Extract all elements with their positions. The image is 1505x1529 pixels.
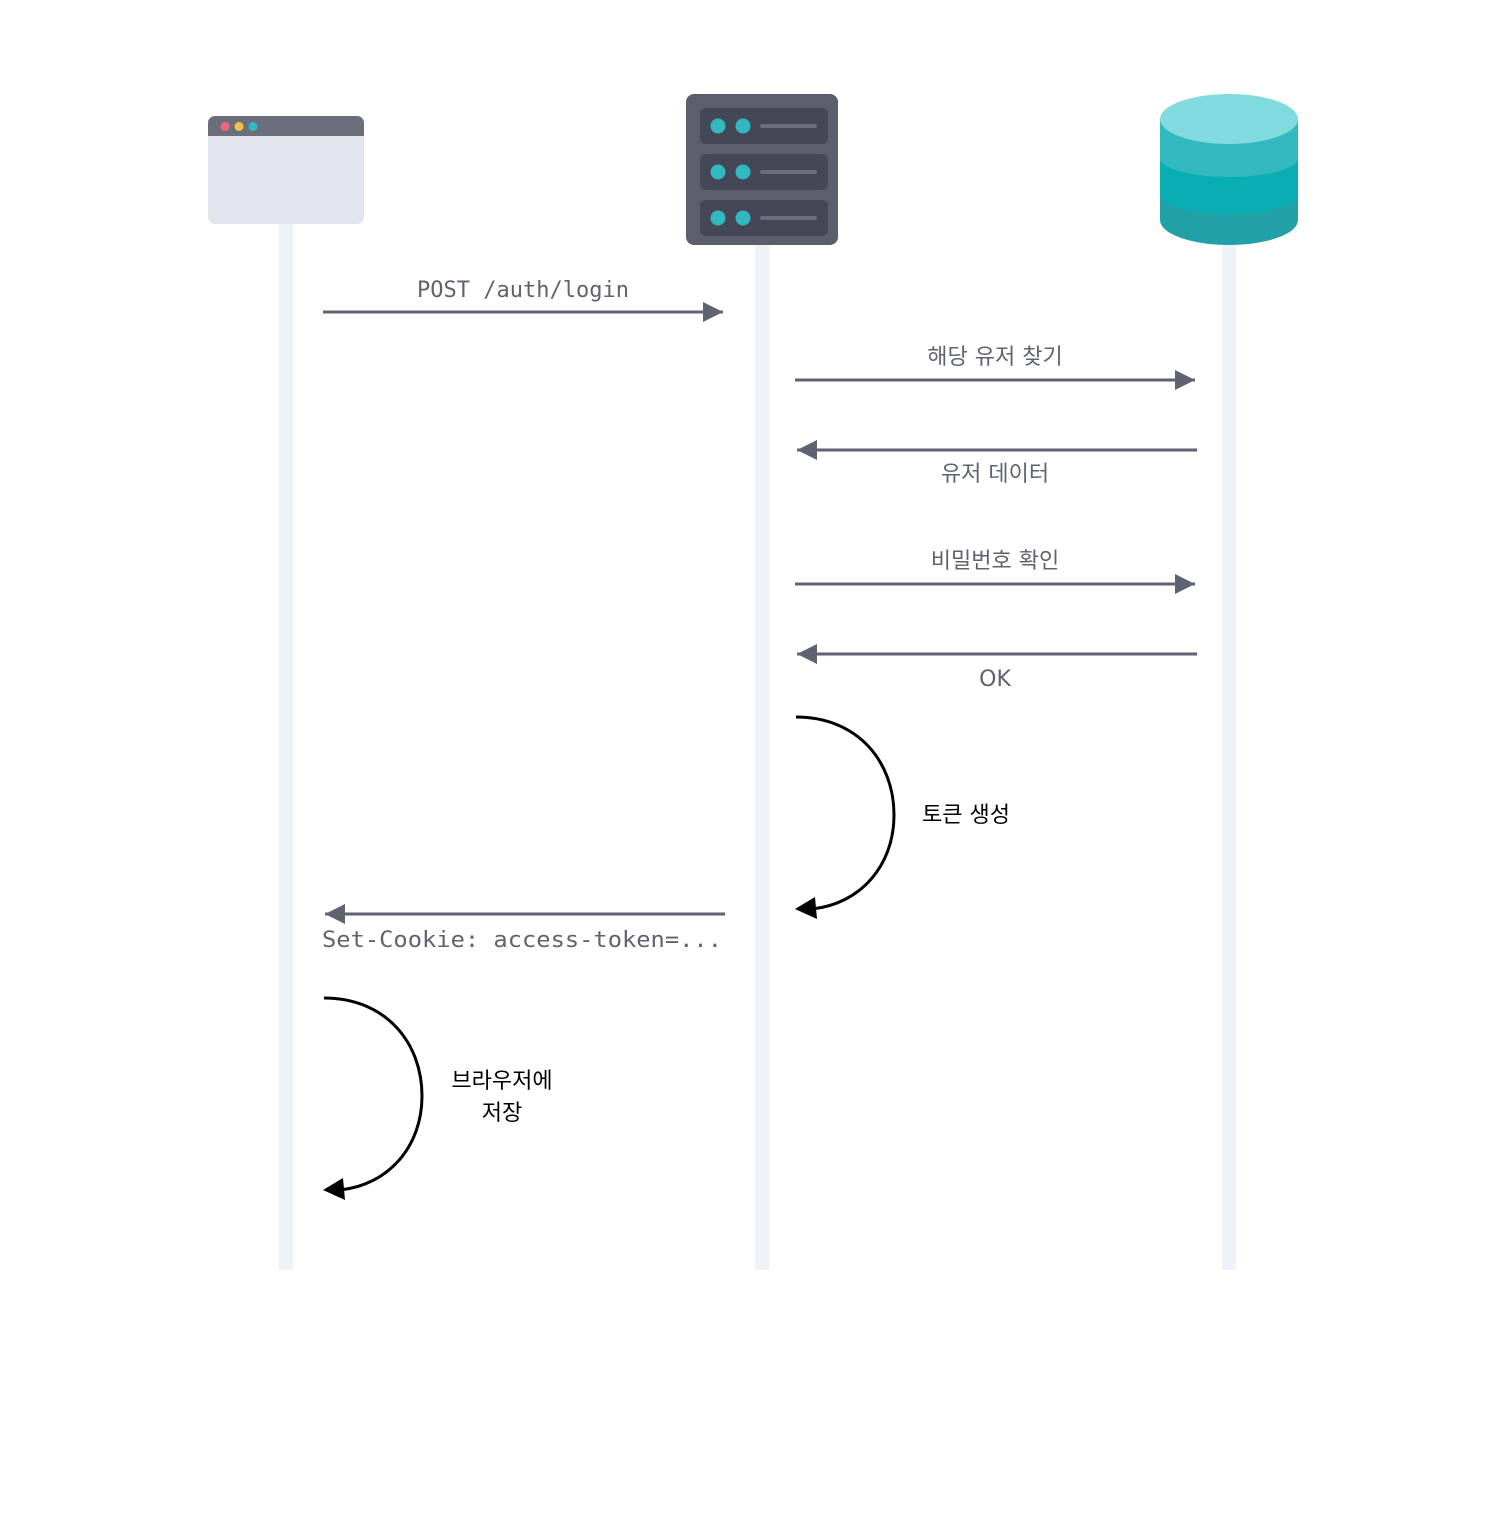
message-label: OK bbox=[979, 667, 1011, 692]
server-lifeline bbox=[755, 240, 769, 1270]
message-label: 해당 유저 찾기 bbox=[927, 345, 1062, 370]
database-lifeline bbox=[1222, 238, 1236, 1270]
self-action-label: 브라우저에 bbox=[451, 1069, 552, 1094]
message-label: Set-Cookie: access-token=... bbox=[322, 928, 722, 953]
message-check-password: 비밀번호 확인 bbox=[795, 549, 1195, 594]
self-action-token: 토큰 생성 bbox=[795, 715, 1010, 919]
message-set-cookie: Set-Cookie: access-token=... bbox=[322, 904, 725, 953]
self-action-label: 저장 bbox=[482, 1101, 522, 1126]
self-action-label: 토큰 생성 bbox=[922, 803, 1010, 828]
browser-lifeline bbox=[279, 220, 293, 1270]
message-label: 유저 데이터 bbox=[941, 462, 1049, 487]
message-find-user: 해당 유저 찾기 bbox=[795, 345, 1195, 390]
server-rack-icon bbox=[686, 94, 838, 245]
message-label: POST /auth/login bbox=[417, 278, 629, 303]
database-cylinder-icon bbox=[1160, 94, 1298, 245]
message-user-data: 유저 데이터 bbox=[797, 440, 1197, 487]
message-ok: OK bbox=[797, 644, 1197, 692]
self-action-store: 브라우저에 저장 bbox=[323, 996, 553, 1200]
browser-window-icon bbox=[208, 116, 364, 224]
message-post-login: POST /auth/login bbox=[323, 278, 723, 322]
message-label: 비밀번호 확인 bbox=[931, 549, 1059, 574]
